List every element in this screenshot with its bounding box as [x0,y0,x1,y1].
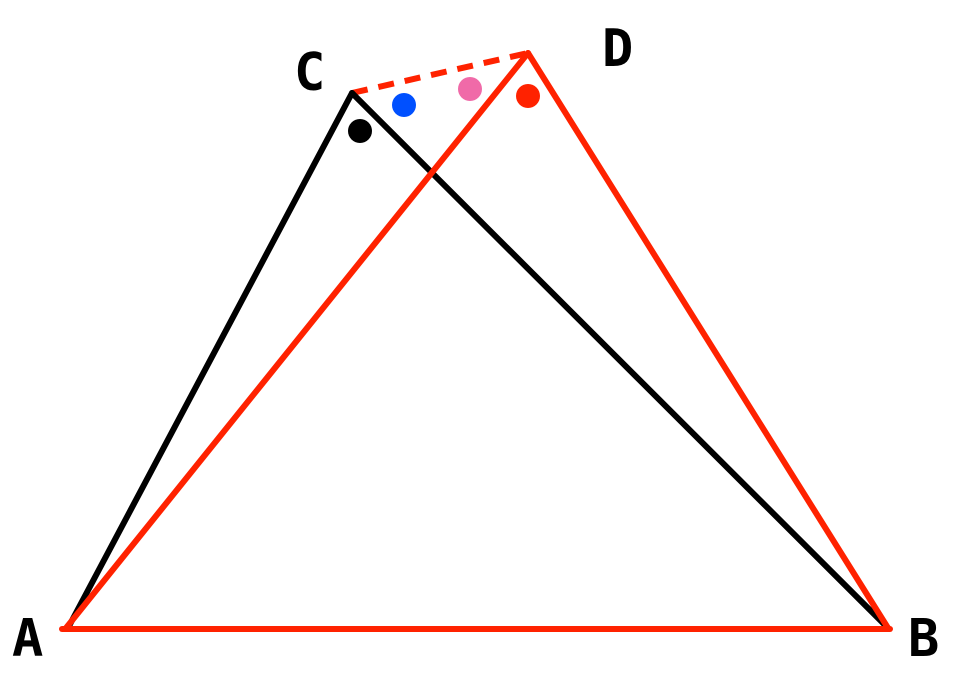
segment-ac [65,90,355,631]
segment-ad [63,50,531,631]
vertex-label-b: B [908,609,939,669]
vertex-label-c: C [294,43,325,103]
angle-marker-c-black [348,119,372,143]
angle-marker-d-pink [458,77,482,101]
angle-marker-d-red [516,84,540,108]
segment-db [525,50,891,631]
vertex-label-d: D [602,19,633,79]
angle-marker-c-blue [392,93,416,117]
segment-cb [349,90,891,631]
vertex-label-a: A [12,609,43,669]
segment-cd-dashed [351,50,529,96]
